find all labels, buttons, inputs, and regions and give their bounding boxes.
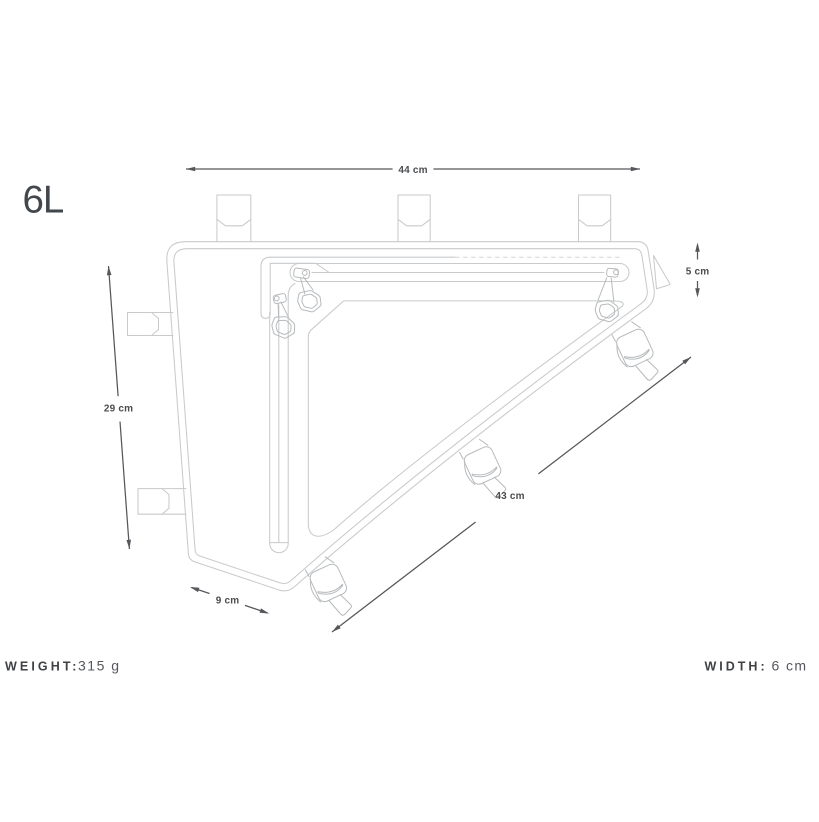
svg-text:43 cm: 43 cm [495,491,524,502]
svg-text:9 cm: 9 cm [216,596,240,607]
svg-text:WEIGHT:: WEIGHT: [5,660,79,674]
svg-text:44 cm: 44 cm [398,165,427,176]
svg-text:WIDTH:: WIDTH: [705,660,768,674]
svg-text:5 cm: 5 cm [686,266,710,277]
svg-text:6L: 6L [23,179,64,222]
svg-text:315 g: 315 g [78,658,121,674]
svg-text:6 cm: 6 cm [772,658,808,674]
svg-text:29 cm: 29 cm [104,404,133,415]
